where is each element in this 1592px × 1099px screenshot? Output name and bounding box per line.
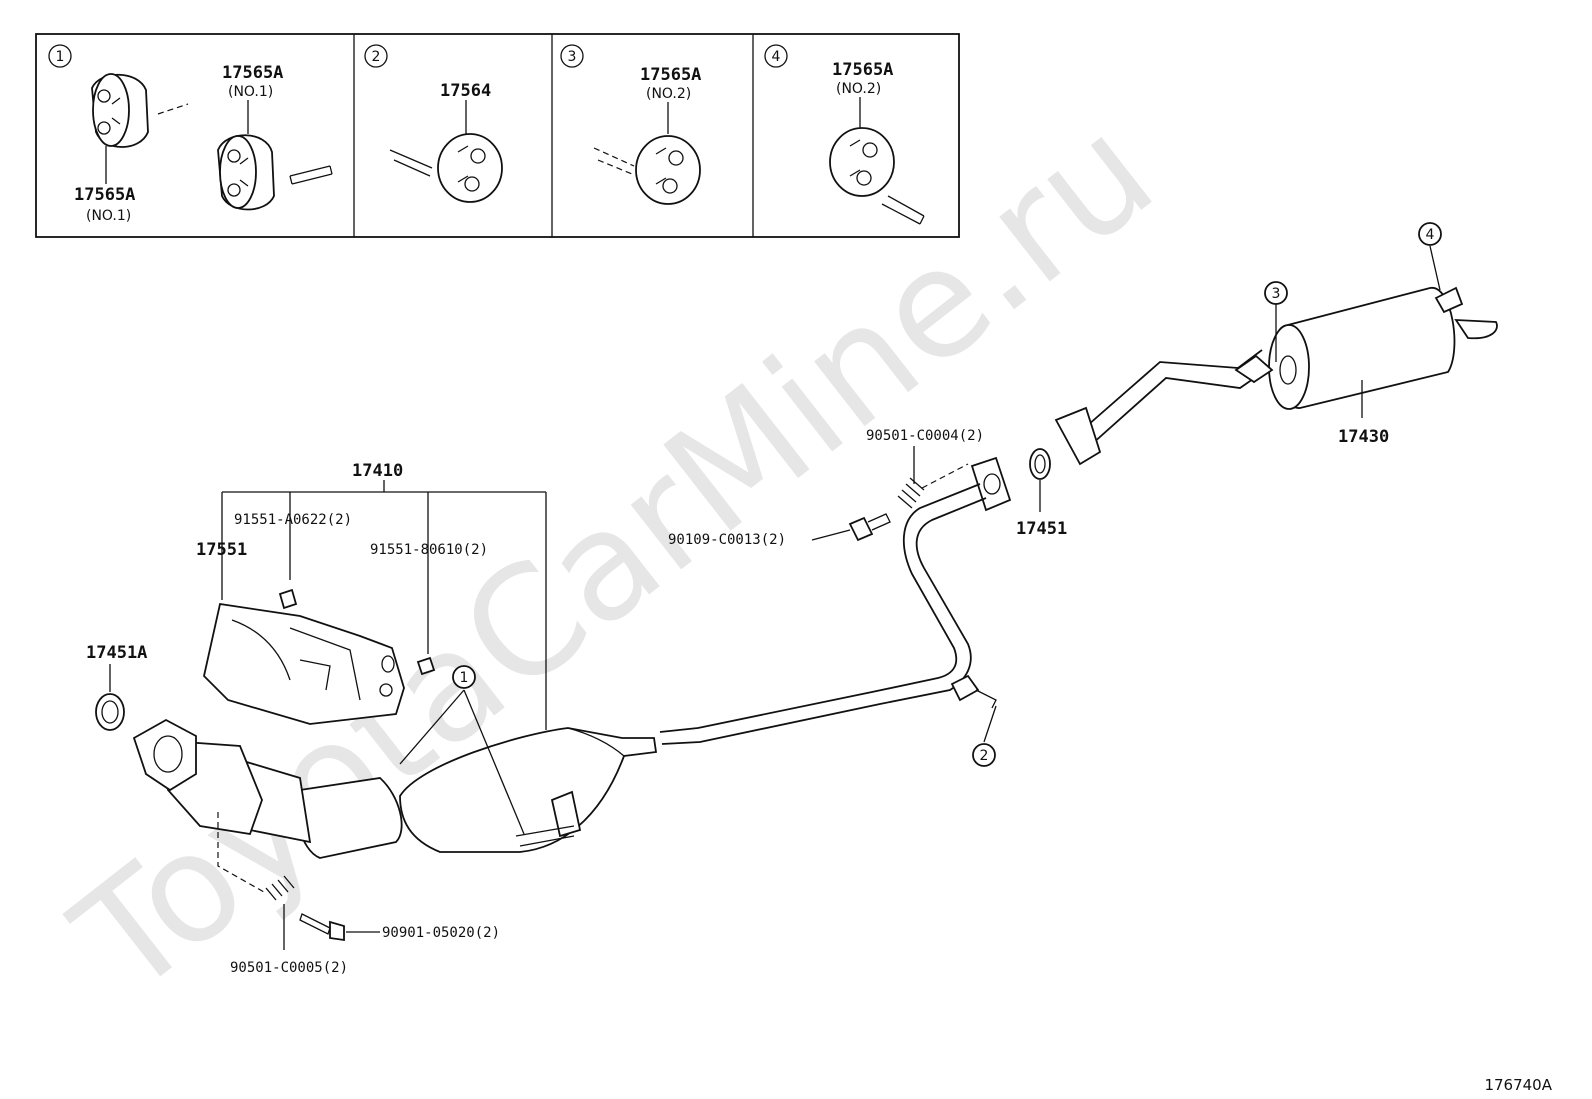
- label-17410: 17410: [352, 461, 403, 481]
- panel-1-number: 1: [56, 49, 65, 65]
- rubber-hanger-icon: [217, 134, 275, 211]
- label-90109-C0013: 90109-C0013(2): [668, 532, 786, 548]
- panel-2-part: 17564: [440, 81, 491, 101]
- rubber-hanger-icon: [829, 127, 895, 197]
- panel-4-part: 17565A: [832, 60, 893, 80]
- rubber-hanger-icon: [91, 73, 149, 148]
- callout-3: 3: [1264, 281, 1288, 305]
- label-90501-C0005: 90501-C0005(2): [230, 960, 348, 976]
- inset-panel-4: 4 17565A (NO.2): [764, 44, 925, 225]
- panel-1-top-part: 17565A: [222, 63, 283, 83]
- panel-4-number: 4: [772, 49, 781, 65]
- hanger-inset: 1 17565A (NO.1) 17565A (NO.1): [35, 33, 960, 238]
- svg-text:4: 4: [1426, 227, 1435, 243]
- panel-1-top-sub: (NO.1): [228, 84, 273, 100]
- rubber-hanger-icon: [635, 135, 701, 205]
- front-pipe-converter: [132, 718, 658, 859]
- insulator-screws: [278, 588, 436, 676]
- panel-4-sub: (NO.2): [836, 81, 881, 97]
- svg-text:1: 1: [460, 670, 469, 686]
- label-90901-05020: 90901-05020(2): [382, 925, 500, 941]
- inset-panel-3: 3 17565A (NO.2): [560, 44, 701, 205]
- center-pipe: [659, 456, 1012, 745]
- front-bolt-spring: [217, 812, 380, 950]
- label-17451A: 17451A: [86, 643, 147, 663]
- panel-2-number: 2: [372, 49, 381, 65]
- label-17551: 17551: [196, 540, 247, 560]
- rear-pipe: [1054, 349, 1267, 466]
- callout-1: 1: [452, 665, 476, 689]
- inset-frame: [35, 33, 960, 238]
- panel-3-part: 17565A: [640, 65, 701, 85]
- label-91551-A0622: 91551-A0622(2): [234, 512, 352, 528]
- assembly-17410-bracket: [221, 480, 547, 730]
- inset-panel-1: 1 17565A (NO.1) 17565A (NO.1): [48, 44, 333, 224]
- label-90501-C0004: 90501-C0004(2): [866, 428, 984, 444]
- callout-1-leaders: [399, 689, 525, 835]
- panel-1-bottom-sub: (NO.1): [86, 208, 131, 224]
- panel-3-number: 3: [568, 49, 577, 65]
- callout-2-leader: [983, 705, 997, 743]
- label-17451: 17451: [1016, 519, 1067, 539]
- main-muffler: [1234, 286, 1498, 418]
- label-17430: 17430: [1338, 427, 1389, 447]
- gasket-17451: [1029, 448, 1051, 512]
- leader-90109: [811, 529, 851, 541]
- callout-2: 2: [972, 743, 996, 767]
- label-91551-80610: 91551-80610(2): [370, 542, 488, 558]
- svg-text:2: 2: [980, 748, 989, 764]
- gasket-17451A: [95, 664, 125, 731]
- figure-reference: 176740A: [1484, 1076, 1552, 1094]
- flange-bolt-spring: [848, 446, 969, 542]
- panel-1-bottom-part: 17565A: [74, 185, 135, 205]
- callout-4-leader: [1429, 245, 1441, 291]
- callout-4: 4: [1418, 222, 1442, 246]
- rubber-hanger-icon: [437, 133, 503, 203]
- inset-panel-2: 2 17564: [364, 44, 503, 203]
- panel-3-sub: (NO.2): [646, 86, 691, 102]
- svg-text:3: 3: [1272, 286, 1281, 302]
- heat-insulator-17551: [203, 602, 405, 725]
